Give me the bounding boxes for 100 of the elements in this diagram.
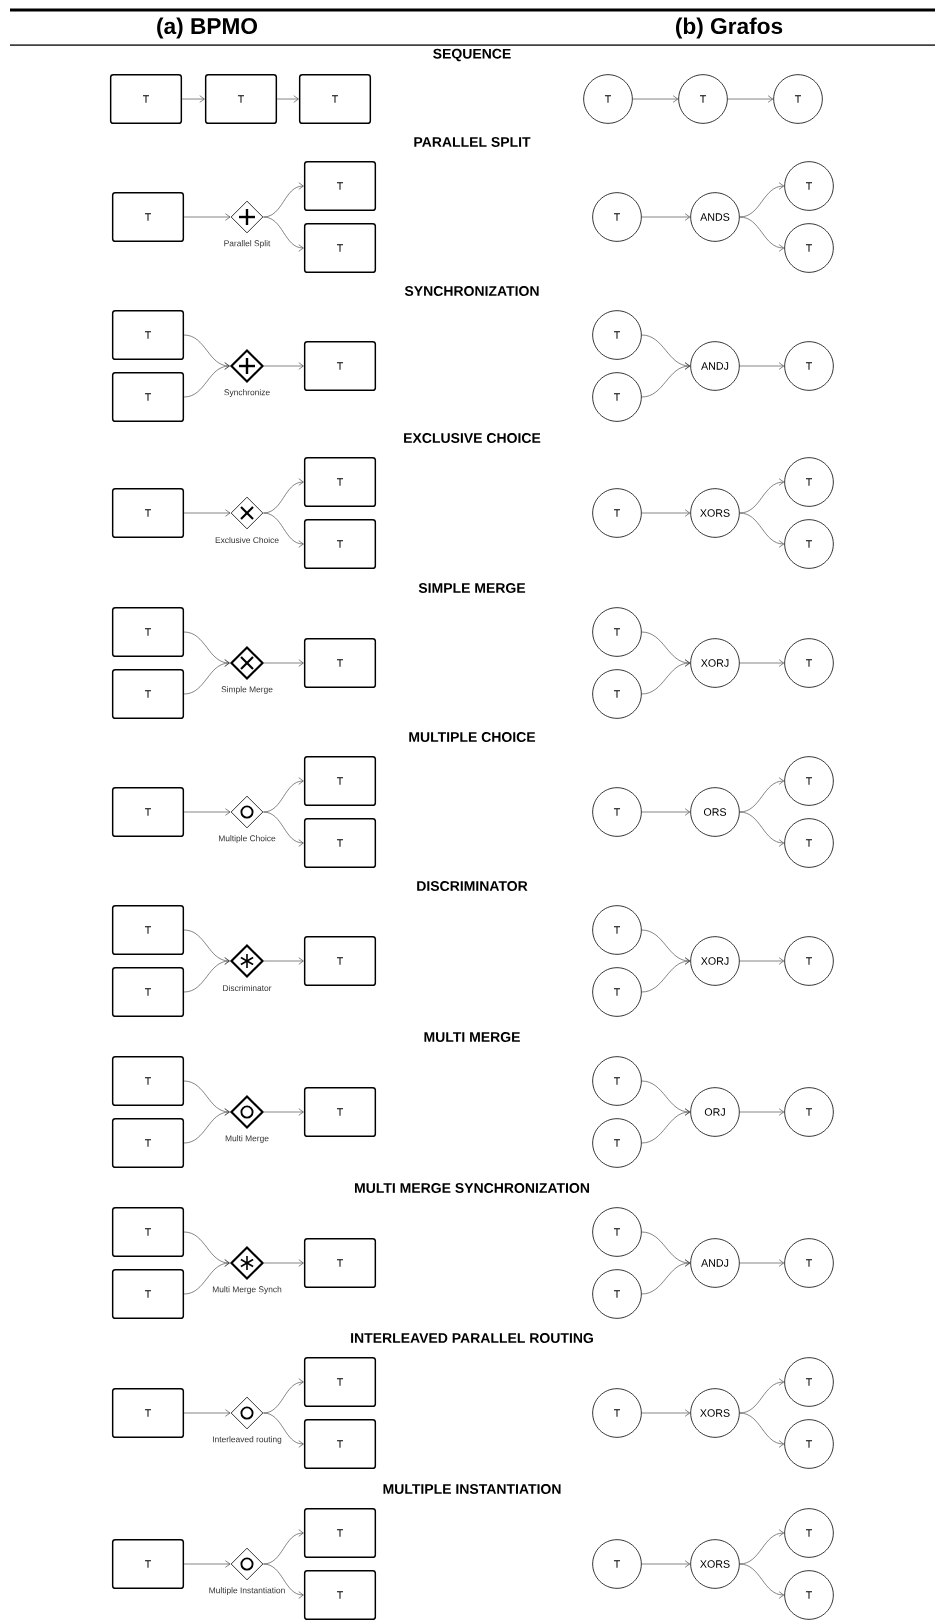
task-box: T <box>298 73 372 125</box>
graph-node: ORJ <box>690 1087 740 1137</box>
graph-node: T <box>583 74 633 124</box>
graph-node: T <box>592 607 642 657</box>
pattern-title: DISCRIMINATOR <box>417 881 528 891</box>
arrow <box>263 1563 304 1599</box>
pattern-title: PARALLEL SPLIT <box>414 137 531 147</box>
task-box: T <box>111 966 185 1018</box>
task-box: T <box>303 817 377 869</box>
pattern-title: SYNCHRONIZATION <box>404 286 539 296</box>
pattern-title: SEQUENCE <box>433 48 511 62</box>
arrow <box>739 1529 785 1565</box>
gateway-label: Interleaved routing <box>213 1436 282 1444</box>
task-box: T <box>303 160 377 212</box>
task-box: T <box>111 1055 185 1107</box>
arrow <box>739 1378 785 1414</box>
graph-node: T <box>784 1419 834 1469</box>
graph-node: ANDJ <box>690 341 740 391</box>
arrow <box>276 95 299 103</box>
arrow <box>263 811 304 847</box>
task-box: T <box>303 1086 377 1138</box>
arrow <box>263 182 304 218</box>
arrow <box>183 509 231 517</box>
task-box: T <box>303 1356 377 1408</box>
task-box: T <box>204 73 278 125</box>
graph-node: T <box>592 192 642 242</box>
arrow <box>183 659 230 695</box>
pattern-title: INTERLEAVED PARALLEL ROUTING <box>351 1333 593 1343</box>
arrow <box>183 1560 231 1568</box>
arrow <box>641 1409 691 1417</box>
arrow <box>183 808 231 816</box>
gateway-label: Exclusive Choice <box>215 536 279 544</box>
arrow <box>739 1563 785 1599</box>
arrow <box>739 362 785 370</box>
arrow <box>263 1529 304 1565</box>
arrow <box>641 213 691 221</box>
arrow <box>641 1560 691 1568</box>
arrow <box>739 1108 785 1116</box>
graph-node: T <box>678 74 728 124</box>
task-box: T <box>111 309 185 361</box>
graph-node: T <box>784 756 834 806</box>
arrow <box>263 659 304 667</box>
graph-node: ANDJ <box>690 1238 740 1288</box>
arrow <box>263 512 304 548</box>
arrow <box>739 957 785 965</box>
task-box: T <box>303 222 377 274</box>
graph-node: ORS <box>690 787 740 837</box>
graph-node: T <box>592 488 642 538</box>
task-box: T <box>111 191 185 243</box>
arrow <box>263 957 304 965</box>
task-box: T <box>111 1387 185 1439</box>
arrow <box>641 1108 691 1144</box>
arrow <box>183 362 230 398</box>
task-box: T <box>111 487 185 539</box>
task-box: T <box>303 1237 377 1289</box>
graph-node: T <box>592 1269 642 1319</box>
graph-node: T <box>784 223 834 273</box>
pattern-title: SIMPLE MERGE <box>418 583 526 593</box>
graph-node: XORJ <box>690 638 740 688</box>
graph-node: T <box>784 519 834 569</box>
arrow <box>632 95 679 103</box>
column-heading: (a) BPMO <box>157 17 258 39</box>
task-box: T <box>111 904 185 956</box>
arrow <box>263 1108 304 1116</box>
pattern-title: MULTIPLE INSTANTIATION <box>383 1484 561 1494</box>
graph-node: ANDS <box>690 192 740 242</box>
graph-node: T <box>592 1056 642 1106</box>
arrow <box>263 1378 304 1414</box>
task-box: T <box>111 1117 185 1169</box>
gateway-label: Discriminator <box>223 984 272 992</box>
gateway-label: Synchronize <box>224 389 270 397</box>
gateway-label: Multiple Choice <box>219 835 276 843</box>
arrow <box>727 95 774 103</box>
task-box: T <box>303 1569 377 1621</box>
graph-node: T <box>592 1539 642 1589</box>
graph-node: XORS <box>690 1388 740 1438</box>
task-box: T <box>111 1206 185 1258</box>
task-box: T <box>303 935 377 987</box>
arrow <box>263 362 304 370</box>
graph-node: T <box>592 905 642 955</box>
graph-node: XORS <box>690 1539 740 1589</box>
arrow <box>641 808 691 816</box>
task-box: T <box>109 73 183 125</box>
graph-node: T <box>592 1207 642 1257</box>
arrow <box>263 478 304 514</box>
pattern-title: EXCLUSIVE CHOICE <box>404 433 541 443</box>
graph-node: T <box>784 161 834 211</box>
arrow <box>739 659 785 667</box>
graph-node: T <box>592 1388 642 1438</box>
graph-node: T <box>592 372 642 422</box>
arrow <box>641 1259 691 1295</box>
arrow <box>263 777 304 813</box>
arrow <box>739 478 785 514</box>
task-box: T <box>111 606 185 658</box>
task-box: T <box>111 1538 185 1590</box>
task-box: T <box>303 637 377 689</box>
arrow <box>183 1409 231 1417</box>
gateway-label: Simple Merge <box>221 686 273 694</box>
arrow <box>183 957 230 993</box>
column-heading: (b) Grafos <box>676 17 783 39</box>
